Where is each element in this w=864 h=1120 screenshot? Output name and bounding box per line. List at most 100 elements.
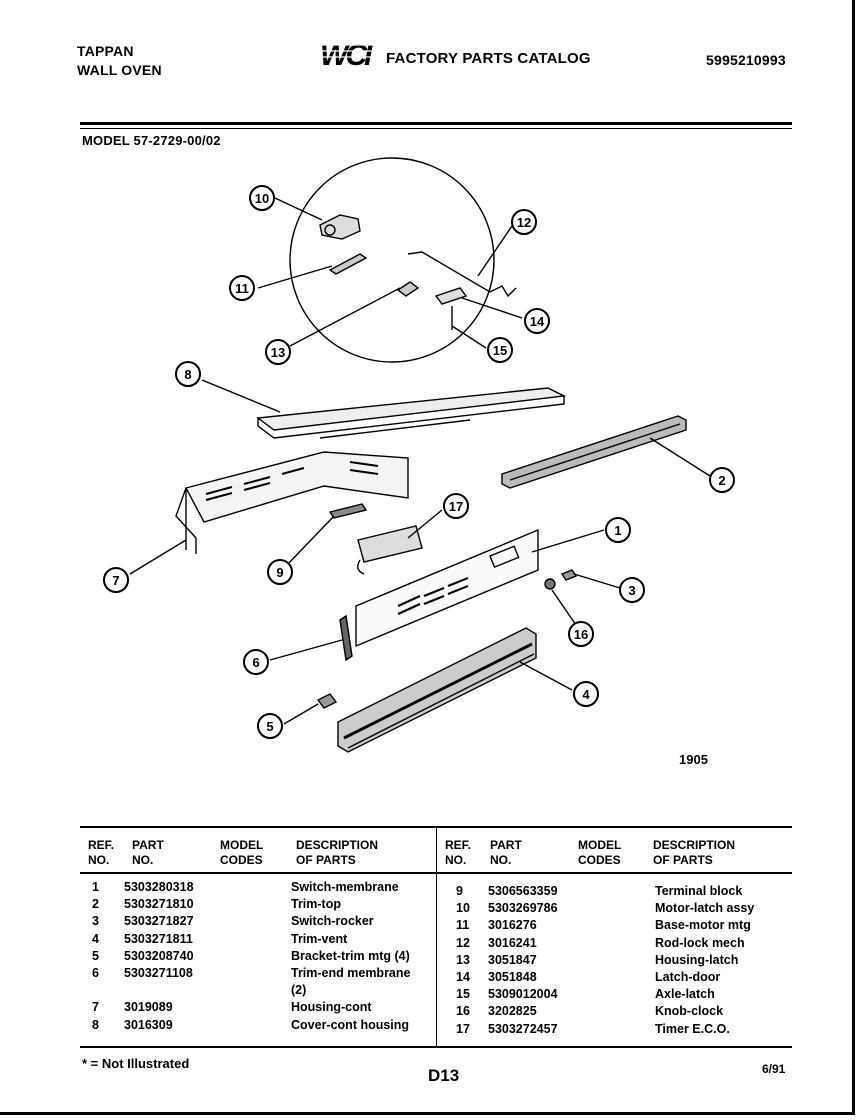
table-cell-part: 3202825	[488, 1004, 537, 1019]
terminal-block-part	[328, 503, 368, 519]
table-cell-desc: Switch-membrane	[291, 880, 399, 894]
callout-markers: 10 11 12 13 14 15 8 2 17 1 7 9 3 16 6 4 …	[103, 185, 735, 739]
detail-circle	[289, 157, 495, 363]
housing-latch-part	[396, 281, 420, 297]
svg-text:14: 14	[530, 314, 545, 329]
table-cell-part: 5303271108	[124, 966, 193, 980]
callout-7: 7	[103, 567, 129, 593]
svg-text:11: 11	[235, 281, 249, 296]
table-cell-ref: 13	[456, 952, 470, 967]
table-cell-desc: Knob-clock	[655, 1004, 724, 1019]
callout-10: 10	[249, 185, 275, 211]
svg-text:17: 17	[449, 499, 463, 514]
table-bottom-rule	[80, 1046, 792, 1048]
switch-rocker-part	[560, 569, 578, 581]
svg-text:8: 8	[184, 367, 191, 382]
table-cell-desc: Cover-cont housing	[291, 1017, 410, 1032]
svg-text:5: 5	[266, 719, 273, 734]
header-rule-thin	[80, 128, 792, 129]
wci-logo-text: WCI	[320, 39, 373, 70]
header-rule	[80, 122, 792, 125]
housing-cont-part	[184, 451, 409, 550]
table-cell-ref: 8	[92, 1017, 99, 1032]
brand-block: TAPPAN WALL OVEN	[77, 42, 162, 80]
brand-name: TAPPAN	[77, 43, 134, 59]
svg-text:15: 15	[493, 343, 507, 358]
exploded-parts-diagram: 10 11 12 13 14 15 8 2 17 1 7 9 3 16 6 4 …	[103, 157, 735, 753]
table-cell-desc: Rod-lock mech	[655, 935, 745, 950]
svg-text:3: 3	[628, 583, 635, 598]
svg-text:10: 10	[255, 191, 269, 206]
table-cell-part: 5303271811	[124, 931, 193, 946]
table-cell-part: 3051848	[488, 970, 537, 984]
base-motor-part	[328, 253, 368, 275]
callout-9: 9	[267, 559, 293, 585]
callout-17: 17	[443, 493, 469, 519]
table-cell-desc: (2)	[291, 983, 307, 998]
bracket-trim-part	[316, 693, 338, 709]
table-cell-part: 5303271810	[124, 897, 194, 912]
callout-11: 11	[229, 275, 255, 301]
figure-number: 1905	[679, 752, 708, 767]
table-cell-desc: Latch-door	[655, 970, 721, 984]
table-cell-desc: Terminal block	[655, 884, 743, 898]
table-cell-part: 3016309	[124, 1017, 173, 1032]
table-cell-part: 5303208740	[124, 948, 194, 963]
motor-latch-part	[319, 214, 361, 240]
callout-12: 12	[511, 209, 537, 235]
footnote: * = Not Illustrated	[82, 1056, 190, 1071]
ref-header: REF.NO.	[88, 838, 115, 867]
timer-part	[357, 525, 423, 563]
catalog-title: FACTORY PARTS CATALOG	[386, 50, 591, 67]
table-cell-ref: 10	[456, 901, 470, 916]
table-cell-ref: 1	[92, 880, 99, 894]
table-cell-desc: Trim-end membrane	[291, 966, 411, 980]
table-cell-part: 3019089	[124, 1000, 173, 1015]
svg-text:7: 7	[112, 573, 119, 588]
table-cell-part: 3016241	[488, 935, 537, 950]
table-cell-desc: Trim-top	[291, 897, 341, 912]
callout-5: 5	[257, 713, 283, 739]
catalog-number: 5995210993	[706, 52, 786, 68]
table-cell-part: 5303280318	[124, 880, 194, 894]
callout-4: 4	[573, 681, 599, 707]
table-cell-ref: 9	[456, 884, 463, 898]
table-cell-part: 5303271827	[124, 914, 194, 929]
callout-15: 15	[487, 337, 513, 363]
table-cell-ref: 7	[92, 1000, 99, 1015]
svg-text:6: 6	[252, 655, 259, 670]
svg-text:2: 2	[718, 473, 725, 488]
svg-text:13: 13	[271, 345, 285, 360]
callout-2: 2	[709, 467, 735, 493]
table-top-rule	[80, 826, 792, 828]
svg-text:9: 9	[276, 565, 283, 580]
svg-text:4: 4	[582, 687, 590, 702]
latch-door-part	[434, 287, 468, 305]
table-cell-ref: 5	[92, 948, 99, 963]
table-cell-ref: 12	[456, 935, 470, 950]
product-type: WALL OVEN	[77, 62, 162, 78]
table-cell-ref: 6	[92, 966, 99, 980]
table-cell-ref: 2	[92, 897, 99, 912]
svg-text:12: 12	[517, 215, 531, 230]
callout-1: 1	[605, 517, 631, 543]
ref-header: REF.NO.	[445, 838, 472, 867]
table-cell-part: 5309012004	[488, 987, 558, 1002]
callout-3: 3	[619, 577, 645, 603]
table-cell-desc: Timer E.C.O.	[655, 1021, 730, 1036]
table-cell-desc: Base-motor mtg	[655, 918, 751, 933]
table-divider	[436, 828, 437, 1046]
table-cell-ref: 17	[456, 1021, 470, 1036]
table-cell-ref: 3	[92, 914, 99, 929]
table-cell-desc: Bracket-trim mtg (4)	[291, 948, 410, 963]
callout-14: 14	[524, 308, 550, 334]
table-cell-part: 3016276	[488, 918, 537, 933]
table-cell-desc: Motor-latch assy	[655, 901, 755, 916]
svg-text:1: 1	[614, 523, 621, 538]
revision-date: 6/91	[762, 1062, 786, 1076]
